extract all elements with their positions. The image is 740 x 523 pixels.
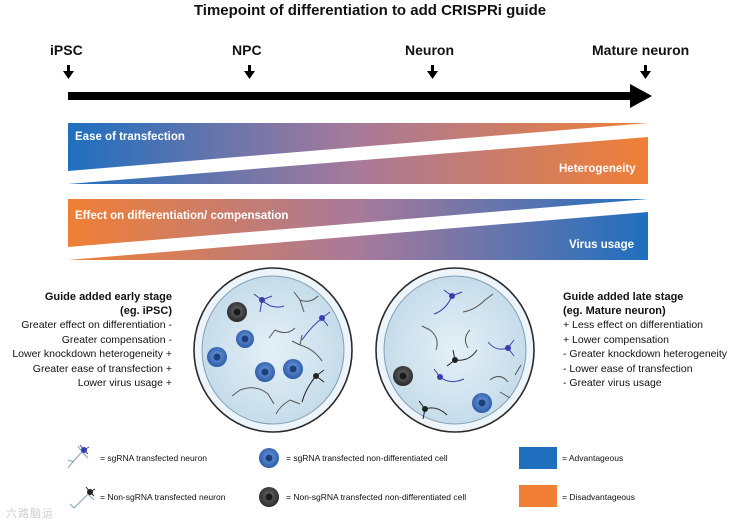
- right-panel-line: + Lower compensation: [563, 333, 669, 346]
- label-virus-usage: Virus usage: [569, 239, 634, 251]
- left-panel-line: Greater effect on differentiation -: [21, 319, 172, 331]
- stage-label-neuron: Neuron: [405, 42, 454, 58]
- gradient-top: [68, 123, 648, 184]
- legend-blue-cell-icon: [259, 448, 279, 468]
- early-dish-cells: [207, 302, 303, 382]
- stage-arrows: [63, 65, 651, 79]
- late-dish-neurons: [418, 289, 522, 420]
- legend-non-sg-neuron-icon: [69, 486, 96, 509]
- left-panel-line: Greater ease of transfection +: [32, 362, 172, 375]
- blue-cell: [283, 359, 303, 379]
- label-effect-on-differentiation: Effect on differentiation/ compensation: [75, 210, 289, 222]
- blue-cell: [255, 362, 275, 382]
- left-panel-line: Greater compensation -: [61, 333, 172, 346]
- stage-label-mature-neuron: Mature neuron: [592, 42, 690, 58]
- right-panel-line: - Greater virus usage: [563, 377, 662, 389]
- left-panel-line: Lower knockdown heterogeneity +: [12, 348, 172, 360]
- legend-advantageous-swatch: [519, 447, 557, 469]
- gradient-bottom: [68, 199, 648, 260]
- early-dish-neurons: [231, 291, 331, 415]
- legend-non-sg-neuron-label: = Non-sgRNA transfected neuron: [100, 492, 226, 502]
- legend-non-sg-cell-label: = Non-sgRNA transfected non-differentiat…: [286, 492, 467, 502]
- left-panel: Guide added early stage (eg. iPSC) Great…: [0, 290, 172, 391]
- right-panel-heading: Guide added late stage: [563, 291, 684, 303]
- right-panel-line: - Greater knockdown heterogeneity: [563, 348, 728, 360]
- watermark: 六路脑运: [6, 508, 54, 520]
- legend-disadvantageous-label: = Disadvantageous: [562, 492, 636, 502]
- grey-cell: [393, 366, 413, 386]
- label-heterogeneity: Heterogeneity: [559, 163, 636, 175]
- left-panel-heading: Guide added early stage: [44, 291, 172, 303]
- left-panel-subheading: (eg. iPSC): [120, 305, 172, 317]
- label-ease-of-transfection: Ease of transfection: [75, 131, 185, 143]
- right-panel: Guide added late stage (eg. Mature neuro…: [563, 290, 739, 391]
- stage-label-ipsc: iPSC: [50, 42, 83, 58]
- left-panel-line: Lower virus usage +: [77, 377, 172, 389]
- blue-cell: [472, 393, 492, 413]
- grey-cell: [227, 302, 247, 322]
- legend-sg-neuron-label: = sgRNA transfected neuron: [100, 453, 208, 463]
- stage-label-npc: NPC: [232, 42, 262, 58]
- right-panel-line: - Lower ease of transfection: [563, 362, 693, 375]
- diagram-title: Timepoint of differentiation to add CRIS…: [193, 2, 547, 19]
- legend-grey-cell-icon: [259, 487, 279, 507]
- legend-advantageous-label: = Advantageous: [562, 453, 624, 463]
- late-dish-cells: [393, 366, 492, 413]
- petri-dish-late: [375, 267, 535, 433]
- right-panel-line: + Less effect on differentiation: [563, 319, 704, 331]
- legend-sg-neuron-icon: [67, 444, 90, 469]
- timeline-arrow: [68, 84, 652, 108]
- legend-disadvantageous-swatch: [519, 485, 557, 507]
- right-panel-subheading: (eg. Mature neuron): [563, 305, 666, 317]
- blue-cell: [207, 347, 227, 367]
- legend-sg-cell-label: = sgRNA transfected non-differentiated c…: [286, 453, 448, 463]
- blue-cell: [236, 330, 254, 348]
